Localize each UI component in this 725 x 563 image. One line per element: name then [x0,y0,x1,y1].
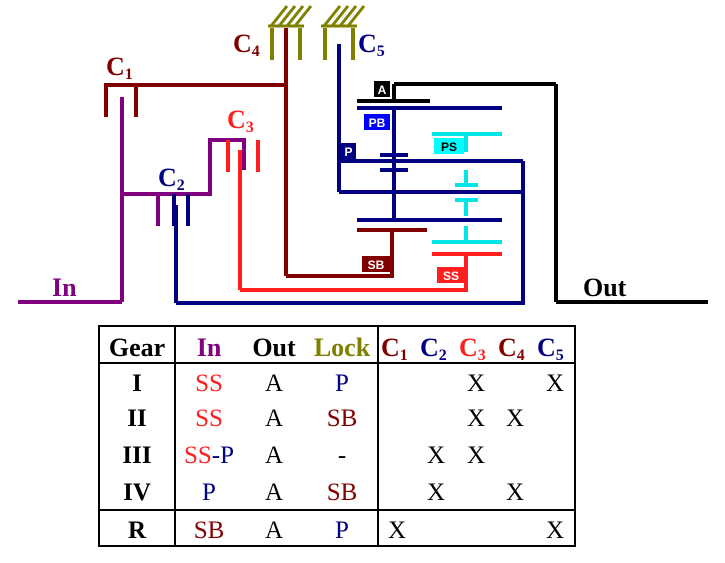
gear-table [98,325,576,547]
tag-ps: PS [434,138,464,154]
shaft-output-black [357,82,708,304]
row-out: A [265,442,283,469]
header-in: In [197,333,222,362]
header-c2: C2 [420,333,447,364]
header-c1: C1 [381,333,408,364]
tag-ss: SS [437,267,465,283]
shaft-input-purple [18,97,246,304]
row-lock: - [338,442,346,469]
row-in: SB [194,517,225,544]
clutch-c5-olive [323,28,355,60]
table-row: R SB A P X X [128,517,564,544]
row-c4: X [506,479,524,506]
header-c3: C3 [459,333,486,364]
header-gear: Gear [109,333,165,362]
header-out: Out [252,333,296,362]
shaft-red [226,140,502,292]
tag-sb-label: SB [368,258,385,272]
row-lock: SB [327,405,358,432]
planet-ps-cyan [432,132,502,244]
tag-ps-label: PS [441,140,457,154]
row-c3: X [467,370,485,397]
shaft-navy [172,44,525,305]
row-out: A [265,517,283,544]
header-c5: C5 [537,333,564,364]
ground-hatch-c5 [321,5,366,28]
row-gear: R [128,517,147,544]
header-lock: Lock [314,333,371,362]
label-out: Out [583,273,627,302]
row-in: P [202,479,216,506]
row-in: SS [195,405,223,432]
label-in: In [52,273,77,302]
tag-pb-label: PB [369,116,386,130]
row-c5: X [546,370,564,397]
table-row: I SS A P X X [132,370,564,397]
row-c3: X [467,405,485,432]
row-lock: SB [327,479,358,506]
tag-sb: SB [362,256,390,272]
tag-a-label: A [378,83,387,97]
row-lock: P [335,370,349,397]
tag-pb: PB [364,114,390,130]
table-row: IV P A SB X X [123,479,524,506]
row-out: A [265,405,283,432]
row-c1: X [388,517,406,544]
label-c5: C5 [358,29,385,60]
row-c3: X [467,442,485,469]
row-out: A [265,479,283,506]
row-gear: II [127,405,146,432]
tag-a: A [374,81,390,97]
row-in: SS [195,370,223,397]
tag-p: P [341,143,356,159]
row-c2: X [427,442,445,469]
row-lock: P [335,517,349,544]
table-header-row: Gear In Out Lock C1 C2 C3 C4 C5 [109,333,564,364]
shaft-maroon [104,28,427,278]
ground-hatch-c4 [268,5,313,28]
table-row: III SS-P A - X X [122,442,485,469]
row-c4: X [506,405,524,432]
label-c4: C4 [233,29,260,60]
row-gear: III [122,442,151,469]
tag-ss-label: SS [443,269,459,283]
row-out: A [265,370,283,397]
row-in: SS-P [184,442,234,469]
label-c2: C2 [158,163,185,194]
table-row: II SS A SB X X [127,405,524,432]
label-c3: C3 [227,105,254,136]
row-gear: IV [123,479,151,506]
header-c4: C4 [498,333,525,364]
clutch-c4-olive [270,28,302,60]
row-gear: I [132,370,142,397]
row-c5: X [546,517,564,544]
tag-p-label: P [344,145,352,159]
label-c1: C1 [106,52,133,83]
planet-pb-navy [357,106,502,222]
row-c2: X [427,479,445,506]
